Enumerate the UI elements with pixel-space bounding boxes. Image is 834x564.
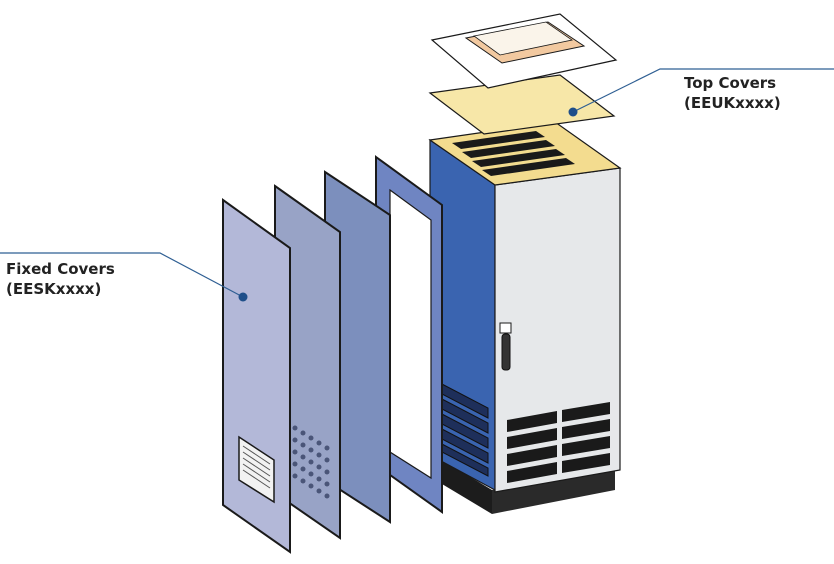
door-handle-grip: [502, 334, 510, 370]
top-cover-plate: [430, 75, 614, 134]
fixed-cover-panel-1: [223, 200, 290, 552]
fixed-covers-title: Fixed Covers: [6, 259, 115, 279]
top-covers-code: (EEUKxxxx): [684, 93, 781, 113]
cabinet-body: [430, 122, 620, 514]
top-covers-callout: Top Covers (EEUKxxxx): [684, 73, 781, 113]
fixed-covers-code: (EESKxxxx): [6, 279, 115, 299]
top-covers-title: Top Covers: [684, 73, 781, 93]
top-cover-roof: [432, 14, 616, 88]
door-handle: [500, 323, 511, 333]
fixed-covers-callout: Fixed Covers (EESKxxxx): [6, 259, 115, 299]
